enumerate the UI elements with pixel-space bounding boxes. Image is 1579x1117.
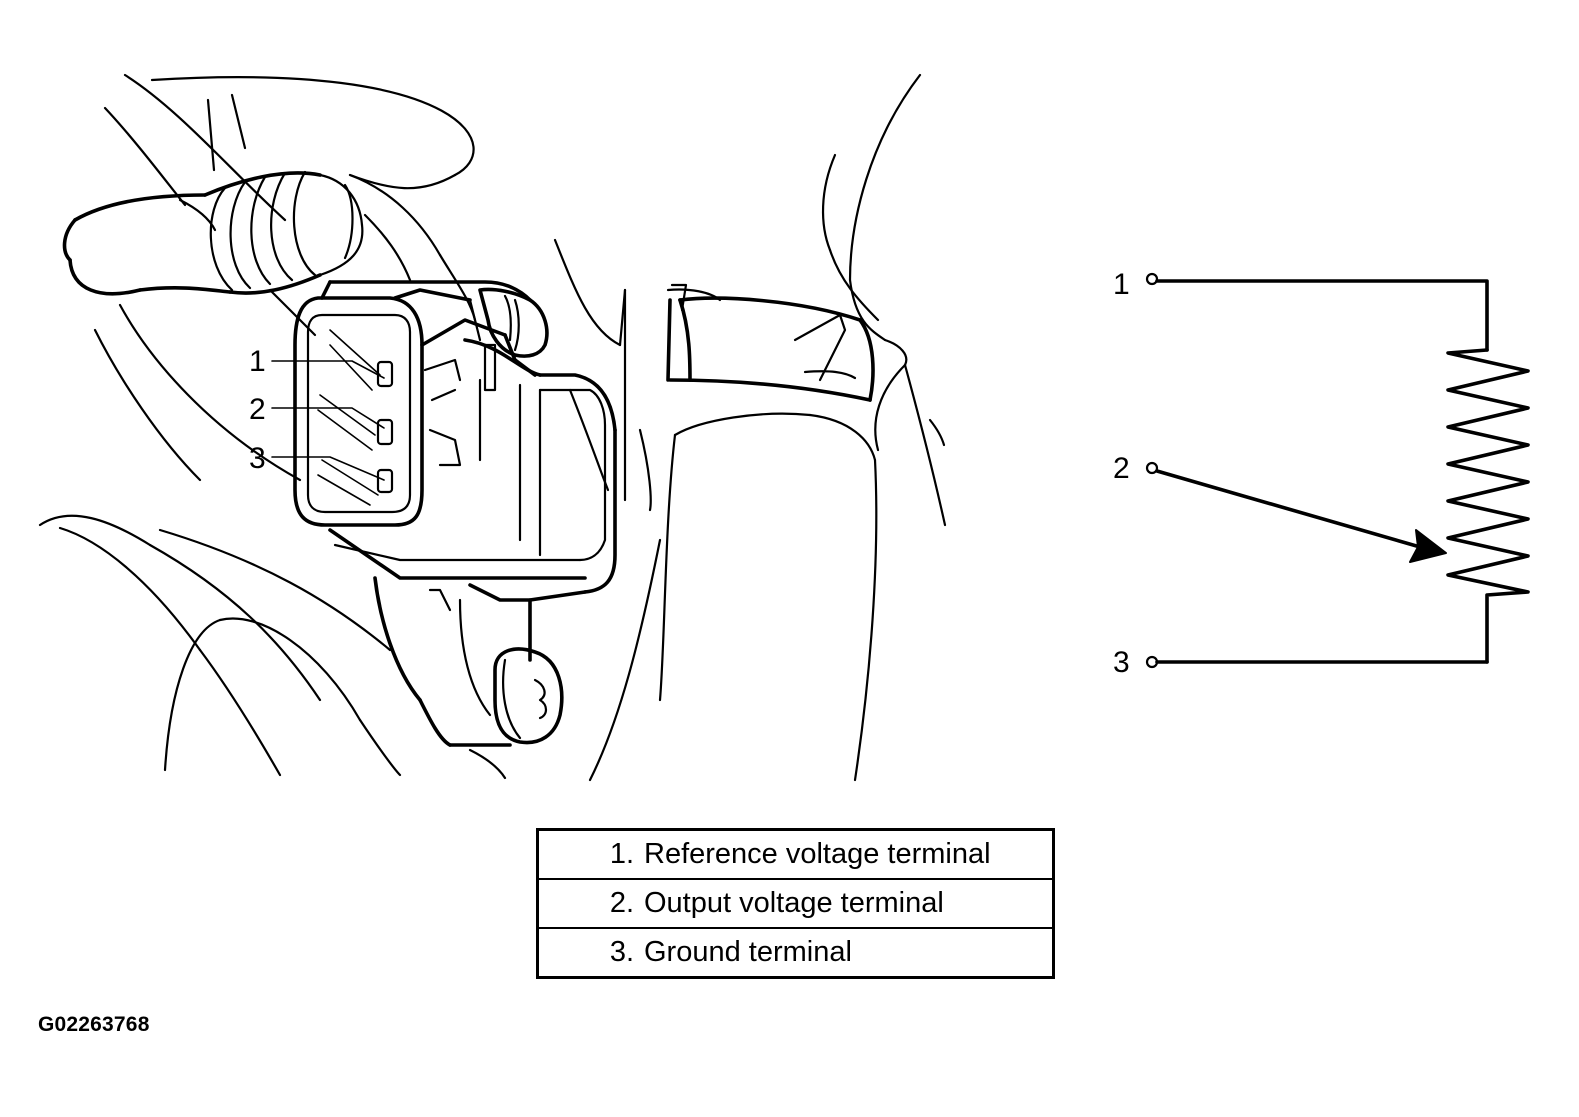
wiper-arrowhead bbox=[1409, 529, 1447, 563]
throttle-position-sensor-connector bbox=[293, 280, 617, 747]
callout-2-label: 2 bbox=[249, 393, 266, 426]
callout-1-label: 1 bbox=[249, 345, 266, 378]
legend-number: 1. bbox=[609, 838, 634, 870]
callout-3-label: 3 bbox=[249, 442, 266, 475]
legend-number: 3. bbox=[537, 927, 634, 978]
legend-description: Output voltage terminal bbox=[634, 878, 1054, 928]
legend-number: 2. bbox=[537, 878, 634, 928]
engine-background-illustration bbox=[38, 73, 947, 782]
callout-3-leader bbox=[271, 456, 385, 481]
callout-2-leader bbox=[271, 407, 385, 429]
legend-row: 3. Ground terminal bbox=[537, 927, 1054, 978]
legend-description: Reference voltage terminal bbox=[644, 838, 991, 870]
wiper-line bbox=[1155, 469, 1422, 549]
terminal-2-node bbox=[1145, 461, 1159, 475]
terminal-1-wire bbox=[1155, 279, 1489, 352]
schematic-terminal-1-label: 1 bbox=[1113, 268, 1130, 301]
schematic-terminal-2-label: 2 bbox=[1113, 452, 1130, 485]
potentiometer-schematic: 1 3 2 bbox=[1113, 268, 1530, 679]
callout-1-leader bbox=[271, 360, 385, 379]
legend-row: 1. Reference voltage terminal bbox=[538, 830, 1054, 880]
legend-row: 2. Output voltage terminal bbox=[537, 878, 1054, 928]
terminal-legend-table: 1. Reference voltage terminal 2. Output … bbox=[536, 828, 1055, 979]
terminal-1-node bbox=[1145, 272, 1159, 286]
schematic-terminal-3-label: 3 bbox=[1113, 646, 1130, 679]
legend-description: Ground terminal bbox=[634, 927, 1054, 978]
terminal-callouts: 1 2 3 bbox=[249, 345, 385, 481]
figure-id: G02263768 bbox=[38, 1013, 150, 1036]
resistor-element bbox=[1446, 348, 1530, 664]
